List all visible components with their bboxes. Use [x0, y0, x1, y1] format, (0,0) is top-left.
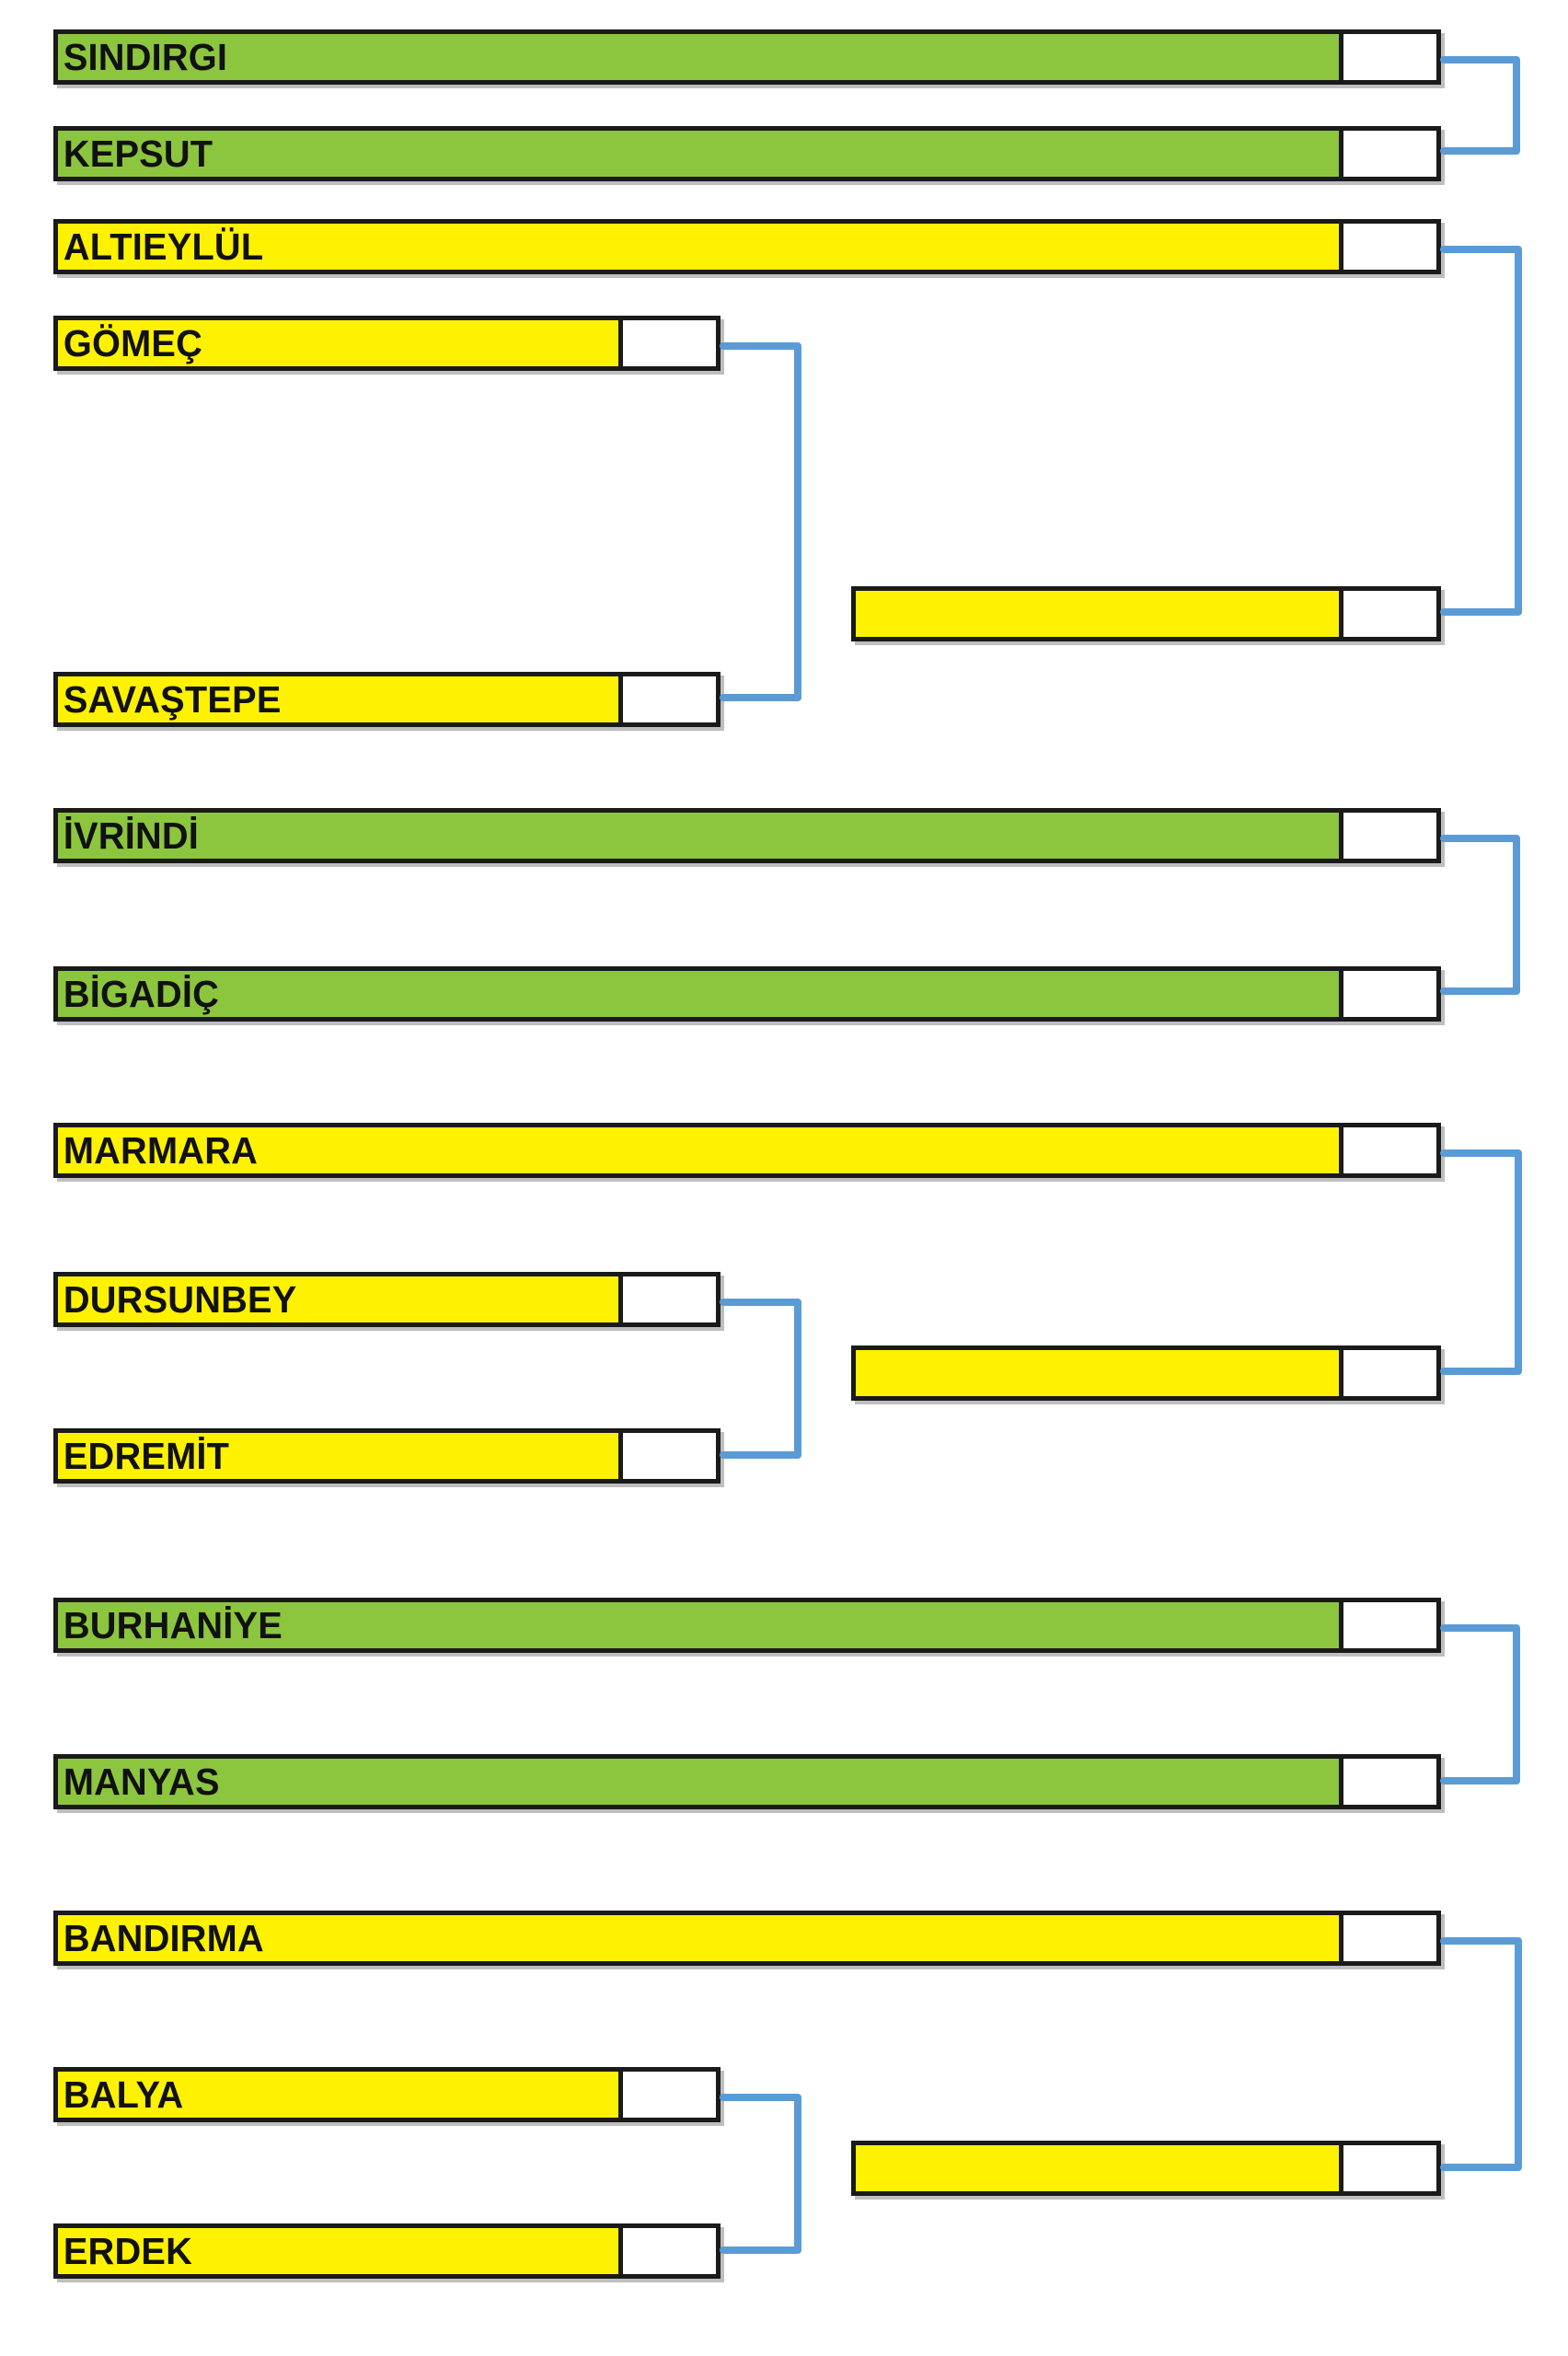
bar-tail — [623, 676, 716, 722]
bar-fill: MARMARA — [58, 1127, 1343, 1173]
bar-bandirma[interactable]: BANDIRMA — [53, 1911, 1441, 1966]
bar-label: SAVAŞTEPE — [63, 677, 282, 721]
bar-fill — [856, 591, 1343, 637]
bar-label: ERDEK — [63, 2229, 193, 2272]
bar-dursunbey[interactable]: DURSUNBEY — [53, 1272, 721, 1327]
bar-label: DURSUNBEY — [63, 1277, 297, 1321]
connector-bracket-group-5 — [1440, 1624, 1538, 1784]
bar-tail — [1343, 1915, 1436, 1961]
bar-label: GÖMEÇ — [63, 321, 203, 364]
bar-fill: DURSUNBEY — [58, 1276, 623, 1322]
bar-tail — [1343, 131, 1436, 177]
bar-merge-group-2[interactable] — [851, 586, 1441, 641]
bar-fill: SINDIRGI — [58, 34, 1343, 80]
bar-tail — [623, 2072, 716, 2118]
bar-edremit[interactable]: EDREMİT — [53, 1428, 721, 1484]
bar-balya[interactable]: BALYA — [53, 2067, 721, 2122]
bar-tail — [1343, 971, 1436, 1017]
bar-label: SINDIRGI — [63, 35, 228, 78]
connector-bracket-group-6-outer — [1440, 1937, 1561, 2171]
bar-fill: BANDIRMA — [58, 1915, 1343, 1961]
bar-fill: MANYAS — [58, 1759, 1343, 1805]
connector-bracket-group-4-outer — [1440, 1149, 1561, 1375]
bar-label: EDREMİT — [63, 1434, 230, 1477]
bar-savastepe[interactable]: SAVAŞTEPE — [53, 672, 721, 727]
bar-tail — [1343, 813, 1436, 859]
bar-label: İVRİNDİ — [63, 814, 200, 857]
bar-manyas[interactable]: MANYAS — [53, 1754, 1441, 1809]
bar-tail — [1343, 1602, 1436, 1648]
bar-sindirgi[interactable]: SINDIRGI — [53, 29, 1441, 85]
bar-tail — [1343, 1127, 1436, 1173]
connector-bracket-group-1 — [1440, 56, 1538, 155]
bar-fill: BURHANİYE — [58, 1602, 1343, 1648]
bar-fill: İVRİNDİ — [58, 813, 1343, 859]
bar-fill — [856, 2145, 1343, 2191]
bar-fill: GÖMEÇ — [58, 320, 623, 366]
connector-bracket-group-2-outer — [1440, 246, 1561, 616]
bar-label: BURHANİYE — [63, 1603, 283, 1646]
bar-marmara[interactable]: MARMARA — [53, 1123, 1441, 1178]
bar-merge-group-6[interactable] — [851, 2141, 1441, 2196]
bar-label: BALYA — [63, 2073, 184, 2116]
bar-label: MANYAS — [63, 1760, 220, 1803]
connector-bracket-group-4-inner — [720, 1299, 840, 1459]
bar-merge-group-4[interactable] — [851, 1345, 1441, 1401]
bar-label: BANDIRMA — [63, 1916, 264, 1959]
bar-fill: ERDEK — [58, 2228, 623, 2274]
bar-ivrindi[interactable]: İVRİNDİ — [53, 808, 1441, 863]
bar-label: MARMARA — [63, 1128, 259, 1172]
bar-tail — [1343, 1759, 1436, 1805]
bar-tail — [1343, 34, 1436, 80]
bar-kepsut[interactable]: KEPSUT — [53, 126, 1441, 181]
bar-tail — [1343, 2145, 1436, 2191]
bar-tail — [623, 320, 716, 366]
bar-fill — [856, 1350, 1343, 1396]
bar-burhaniye[interactable]: BURHANİYE — [53, 1598, 1441, 1653]
connector-bracket-group-2-inner — [720, 342, 840, 701]
bar-label: ALTIEYLÜL — [63, 225, 264, 268]
bar-fill: SAVAŞTEPE — [58, 676, 623, 722]
connector-bracket-group-6-inner — [720, 2094, 840, 2254]
bar-fill: BİGADİÇ — [58, 971, 1343, 1017]
bar-erdek[interactable]: ERDEK — [53, 2223, 721, 2279]
bar-altieylul[interactable]: ALTIEYLÜL — [53, 219, 1441, 274]
bar-fill: BALYA — [58, 2072, 623, 2118]
bar-fill: EDREMİT — [58, 1433, 623, 1479]
bar-tail — [1343, 224, 1436, 270]
connector-bracket-group-3 — [1440, 835, 1538, 995]
bar-label: BİGADİÇ — [63, 972, 220, 1015]
bar-tail — [1343, 591, 1436, 637]
bar-gomec[interactable]: GÖMEÇ — [53, 316, 721, 371]
bar-bigadic[interactable]: BİGADİÇ — [53, 966, 1441, 1022]
bar-label: KEPSUT — [63, 132, 213, 175]
bar-tail — [623, 1276, 716, 1322]
bar-tail — [1343, 1350, 1436, 1396]
bar-tail — [623, 1433, 716, 1479]
bar-tail — [623, 2228, 716, 2274]
bar-fill: KEPSUT — [58, 131, 1343, 177]
bar-fill: ALTIEYLÜL — [58, 224, 1343, 270]
